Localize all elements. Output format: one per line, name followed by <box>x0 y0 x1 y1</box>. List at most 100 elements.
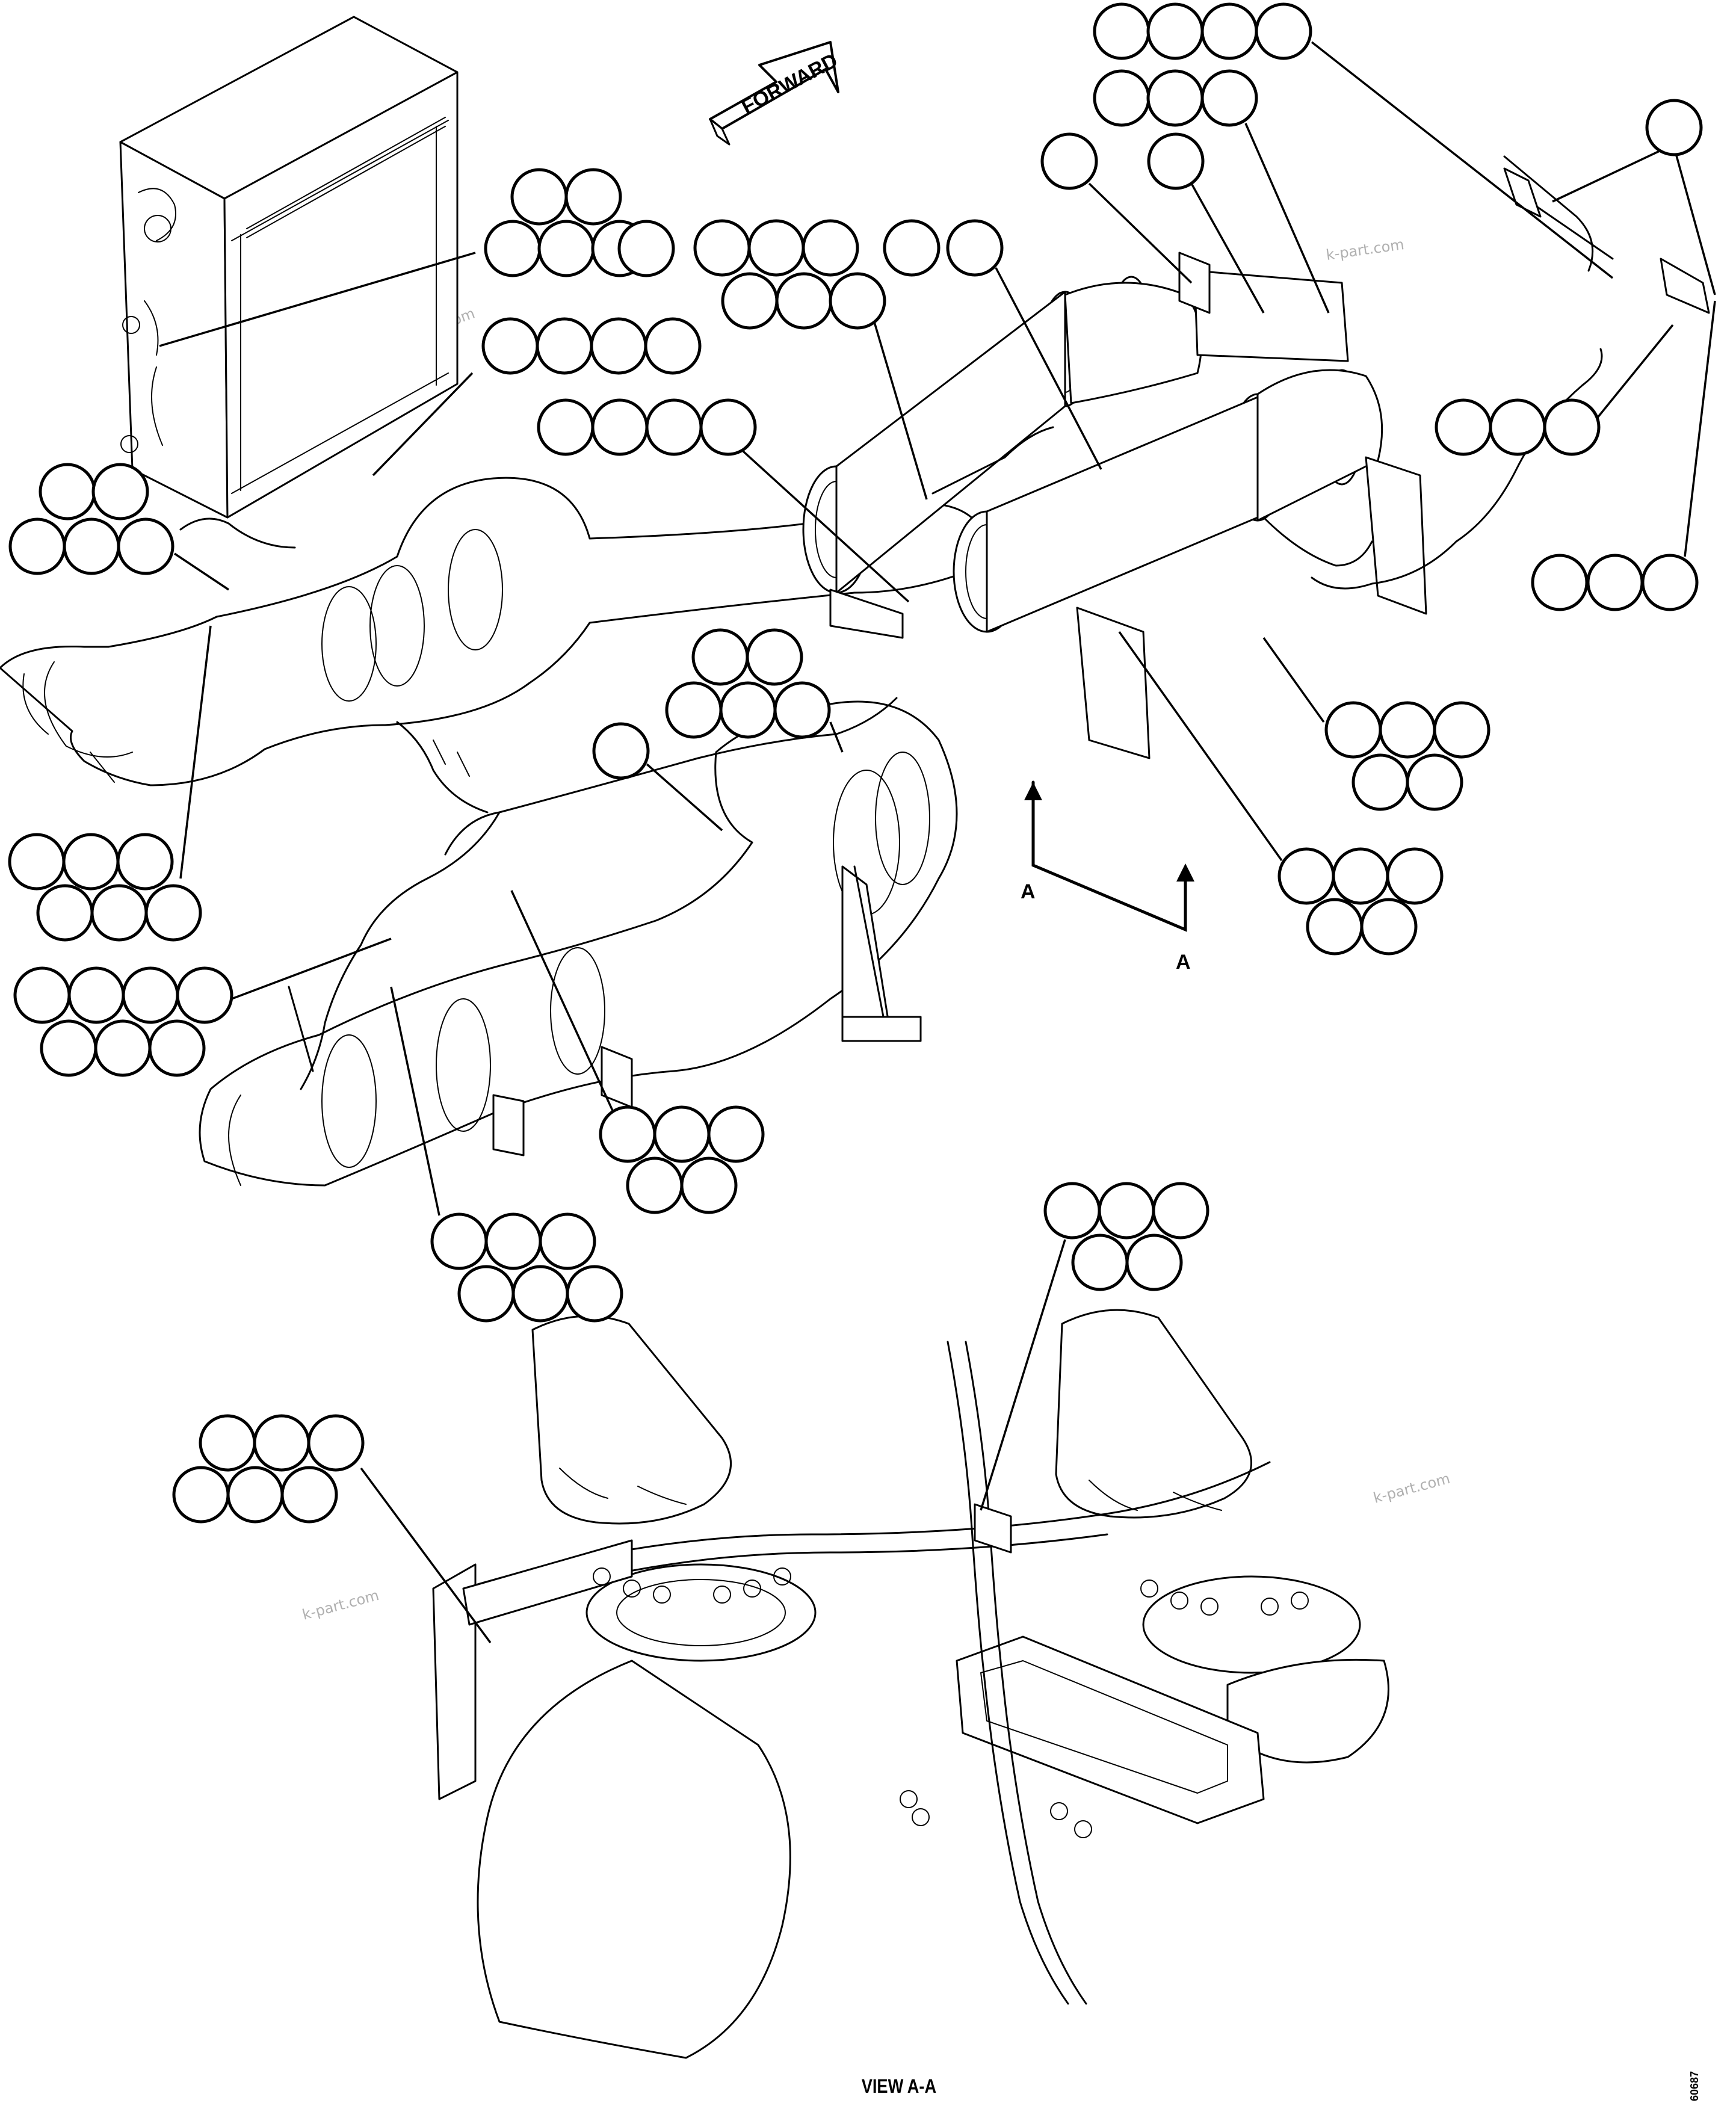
callout-leader-t <box>390 986 440 1216</box>
callout-bubble-r-4 <box>176 966 233 1024</box>
callout-bubble-p-1 <box>1277 847 1335 905</box>
callout-bubble-d-1 <box>1147 132 1205 190</box>
callout-bubble-e-2 <box>564 168 622 226</box>
callout-bubble-t-3 <box>539 1212 596 1270</box>
callout-bubble-l-2 <box>1586 554 1644 611</box>
callout-bubble-f-6 <box>829 272 886 330</box>
callout-bubble-q-4 <box>36 884 94 942</box>
callout-bubble-p-3 <box>1386 847 1444 905</box>
callout-bubble-m-3 <box>665 681 723 739</box>
callout-bubble-r-6 <box>94 1019 152 1077</box>
callout-bubble-m-1 <box>691 628 749 686</box>
callout-leader-i <box>742 450 910 603</box>
callout-bubble-s-5 <box>680 1156 738 1214</box>
callout-leader-d <box>1190 183 1265 313</box>
callout-leader-s <box>510 890 615 1114</box>
callout-bubble-u-5 <box>1125 1234 1183 1291</box>
lower-exhaust-duct <box>199 700 958 1187</box>
callout-leader-q <box>179 625 212 879</box>
callout-bubble-s-4 <box>626 1156 684 1214</box>
callout-bubble-i-4 <box>699 398 757 456</box>
callout-leader-c <box>1088 182 1193 284</box>
watermark-view-left: k-part.com <box>300 1587 380 1623</box>
callout-bubble-u-4 <box>1071 1234 1129 1291</box>
callout-bubble-n-5 <box>1406 753 1463 811</box>
callout-bubble-j-1 <box>1435 398 1492 456</box>
callout-bubble-t-6 <box>566 1265 623 1323</box>
callout-bubble-f-2 <box>747 219 805 277</box>
callout-bubble-q-5 <box>90 884 148 942</box>
drawing-number: 60687 <box>1688 2071 1700 2101</box>
callout-bubble-f-5 <box>775 272 833 330</box>
callout-bubble-a-1 <box>1093 2 1151 60</box>
callout-bubble-r-7 <box>148 1019 206 1077</box>
callout-bubble-a-3 <box>1200 2 1258 60</box>
callout-bubble-p-2 <box>1332 847 1389 905</box>
callout-bubble-m-5 <box>773 681 831 739</box>
callout-leader-b <box>1552 149 1661 203</box>
callout-bubble-v-6 <box>280 1466 338 1524</box>
callout-bubble-v-4 <box>172 1466 230 1524</box>
callout-bubble-r-5 <box>40 1019 97 1077</box>
callout-bubble-k-5 <box>117 517 175 575</box>
callout-bubble-p-4 <box>1306 898 1364 956</box>
callout-bubble-c-1 <box>1040 132 1098 190</box>
callout-bubble-p-5 <box>1360 898 1418 956</box>
callout-bubble-l-3 <box>1641 554 1699 611</box>
callout-bubbles <box>8 2 1716 1644</box>
callout-bubble-q-2 <box>62 833 120 891</box>
callout-bubble-h-4 <box>644 317 702 375</box>
callout-leader-a <box>1311 41 1614 279</box>
callout-leader-b <box>1675 153 1716 295</box>
callout-bubble-f-3 <box>802 219 859 277</box>
callout-bubble-a-4 <box>1255 2 1312 60</box>
callout-bubble-e-6 <box>617 220 675 277</box>
callout-leader-o <box>646 763 723 832</box>
callout-bubble-e-3 <box>484 220 542 277</box>
callout-bubble-v-1 <box>199 1414 256 1472</box>
view-a-a-detail: VIEW A-A 60687 <box>432 1309 1700 2101</box>
callout-bubble-t-5 <box>511 1265 569 1323</box>
view-caption: VIEW A-A <box>862 2076 936 2098</box>
callout-leader-p <box>1118 631 1283 862</box>
callout-bubble-o-1 <box>592 722 650 780</box>
callout-bubble-t-4 <box>457 1265 515 1323</box>
callout-bubble-v-3 <box>307 1414 365 1472</box>
callout-bubble-t-2 <box>484 1212 542 1270</box>
callout-bubble-a-7 <box>1200 69 1258 127</box>
callout-bubble-s-3 <box>707 1105 765 1163</box>
callout-bubble-m-2 <box>746 628 803 686</box>
callout-bubble-e-1 <box>510 168 568 226</box>
watermark-upper-right: k-part.com <box>1325 236 1405 264</box>
callout-bubble-g-2 <box>946 219 1004 277</box>
callout-leader-e <box>159 252 476 347</box>
callout-bubble-r-3 <box>122 966 179 1024</box>
callout-bubble-h-1 <box>481 317 539 375</box>
callout-bubble-a-2 <box>1146 2 1204 60</box>
section-mark-left: A <box>1021 880 1036 903</box>
callout-bubble-j-2 <box>1489 398 1546 456</box>
upper-brackets <box>829 252 1427 759</box>
callout-bubble-u-2 <box>1098 1182 1155 1240</box>
callout-bubble-b-1 <box>1645 99 1703 156</box>
callout-bubble-v-5 <box>226 1466 284 1524</box>
callout-bubble-k-1 <box>39 463 96 520</box>
callout-leader-n <box>1262 637 1325 723</box>
cooler-unit <box>119 16 459 549</box>
callout-bubble-s-2 <box>653 1105 711 1163</box>
callout-leader-f <box>871 315 928 500</box>
callout-bubble-n-3 <box>1433 701 1490 759</box>
callout-bubble-a-5 <box>1093 69 1151 127</box>
callout-bubble-u-3 <box>1152 1182 1209 1240</box>
callout-bubble-k-3 <box>8 517 66 575</box>
callout-bubble-m-4 <box>719 681 777 739</box>
callout-bubble-q-1 <box>8 833 66 891</box>
callout-bubble-i-2 <box>591 398 649 456</box>
callout-leader-a <box>1244 123 1330 313</box>
wiring-harness <box>288 155 1710 1090</box>
section-mark-right: A <box>1176 951 1191 974</box>
callout-bubble-a-6 <box>1146 69 1204 127</box>
callout-bubble-k-4 <box>63 517 120 575</box>
callout-leader-h <box>372 372 474 477</box>
